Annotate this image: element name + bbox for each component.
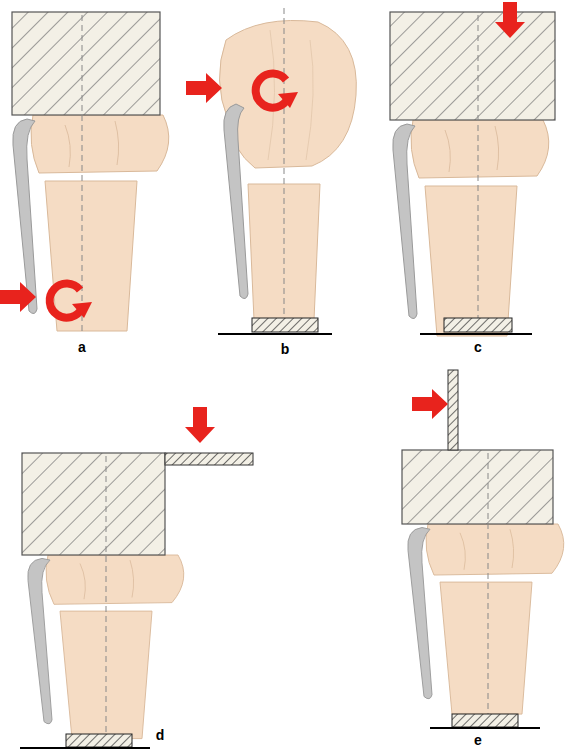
panel-letter: e — [474, 733, 482, 747]
panel-letter: c — [474, 340, 482, 354]
panel-letter: a — [78, 340, 86, 354]
panel-letter: b — [281, 342, 290, 356]
panel-letter: d — [156, 728, 165, 742]
